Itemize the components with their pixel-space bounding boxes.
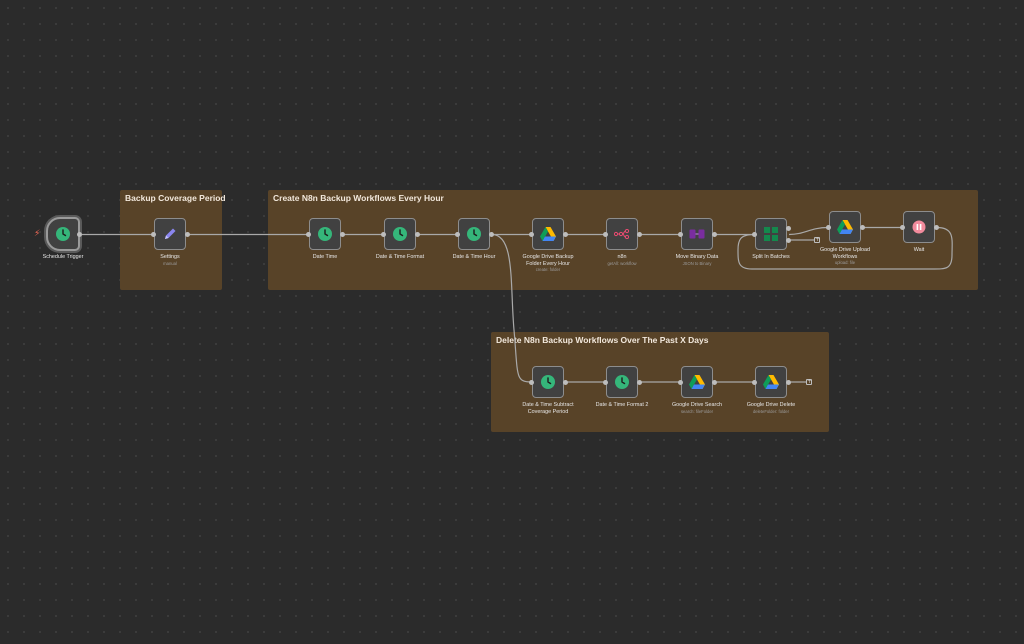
- node-date-time-format[interactable]: [384, 218, 416, 250]
- node-move-binary-data[interactable]: [681, 218, 713, 250]
- node-label: Date & Time Format: [375, 254, 425, 260]
- output-port[interactable]: [712, 380, 717, 385]
- node-label: Date Time: [312, 254, 338, 260]
- node-label: Google Drive Upload Workflows upload: fi…: [819, 247, 871, 266]
- node-label: Date & Time Hour: [452, 254, 496, 260]
- move-binary-icon: [689, 229, 705, 239]
- clock-icon: [466, 226, 482, 242]
- clock-icon: [392, 226, 408, 242]
- node-label: Google Drive Backup Folder Every Hour cr…: [522, 254, 574, 273]
- node-label: Schedule Trigger: [42, 254, 84, 260]
- group-title: Delete N8n Backup Workflows Over The Pas…: [496, 335, 709, 345]
- add-node-plus-icon[interactable]: +: [806, 378, 813, 385]
- clock-icon: [317, 226, 333, 242]
- output-port[interactable]: [563, 380, 568, 385]
- output-port-done[interactable]: [786, 226, 791, 231]
- node-settings[interactable]: [154, 218, 186, 250]
- output-port[interactable]: [860, 225, 865, 230]
- output-port[interactable]: [185, 232, 190, 237]
- node-date-time-subtract[interactable]: [532, 366, 564, 398]
- input-port[interactable]: [752, 232, 757, 237]
- node-google-drive-backup-folder[interactable]: [532, 218, 564, 250]
- output-port[interactable]: [637, 380, 642, 385]
- node-google-drive-delete[interactable]: [755, 366, 787, 398]
- clock-icon: [614, 374, 630, 390]
- node-label: Date & Time Subtract Coverage Period: [522, 402, 574, 415]
- node-n8n[interactable]: [606, 218, 638, 250]
- input-port[interactable]: [529, 232, 534, 237]
- input-port[interactable]: [678, 380, 683, 385]
- node-wait[interactable]: [903, 211, 935, 243]
- pause-icon: [912, 220, 926, 234]
- group-title: Create N8n Backup Workflows Every Hour: [273, 193, 444, 203]
- node-schedule-trigger[interactable]: [46, 217, 80, 251]
- output-port[interactable]: [340, 232, 345, 237]
- input-port[interactable]: [529, 380, 534, 385]
- input-port[interactable]: [381, 232, 386, 237]
- node-label: Google Drive Delete deleteFolder: folder: [746, 402, 796, 414]
- output-port[interactable]: [637, 232, 642, 237]
- node-label: Split In Batches: [752, 254, 790, 260]
- node-date-time-hour[interactable]: [458, 218, 490, 250]
- output-port[interactable]: [77, 232, 82, 237]
- clock-icon: [540, 374, 556, 390]
- input-port[interactable]: [752, 380, 757, 385]
- input-port[interactable]: [151, 232, 156, 237]
- node-label: Move Binary Data JSON to Binary: [675, 254, 719, 266]
- output-port[interactable]: [934, 225, 939, 230]
- node-google-drive-search[interactable]: [681, 366, 713, 398]
- node-label: Date & Time Format 2: [595, 402, 649, 408]
- group-title: Backup Coverage Period: [125, 193, 226, 203]
- output-port[interactable]: [563, 232, 568, 237]
- google-drive-icon: [540, 227, 556, 241]
- node-label: Google Drive Search search: fileFolder: [671, 402, 723, 414]
- node-date-time-format-2[interactable]: [606, 366, 638, 398]
- output-port[interactable]: [786, 380, 791, 385]
- node-label: Wait: [913, 247, 925, 253]
- google-drive-icon: [837, 220, 853, 234]
- node-date-time[interactable]: [309, 218, 341, 250]
- node-label: Settings manual: [160, 254, 180, 266]
- trigger-bolt-icon: ⚡: [34, 229, 41, 239]
- grid-icon: [764, 227, 778, 241]
- input-port[interactable]: [603, 232, 608, 237]
- pencil-icon: [162, 226, 178, 242]
- input-port[interactable]: [306, 232, 311, 237]
- output-port[interactable]: [489, 232, 494, 237]
- input-port[interactable]: [678, 232, 683, 237]
- input-port[interactable]: [826, 225, 831, 230]
- output-port[interactable]: [415, 232, 420, 237]
- add-node-plus-icon[interactable]: +: [814, 236, 821, 243]
- google-drive-icon: [763, 375, 779, 389]
- input-port[interactable]: [603, 380, 608, 385]
- google-drive-icon: [689, 375, 705, 389]
- n8n-icon: [614, 229, 630, 239]
- node-split-in-batches[interactable]: [755, 218, 787, 250]
- input-port[interactable]: [455, 232, 460, 237]
- node-label: n8n getAll: workflow: [607, 254, 637, 266]
- output-port[interactable]: [712, 232, 717, 237]
- node-google-drive-upload[interactable]: [829, 211, 861, 243]
- output-port-loop[interactable]: [786, 238, 791, 243]
- input-port[interactable]: [900, 225, 905, 230]
- clock-icon: [55, 226, 71, 242]
